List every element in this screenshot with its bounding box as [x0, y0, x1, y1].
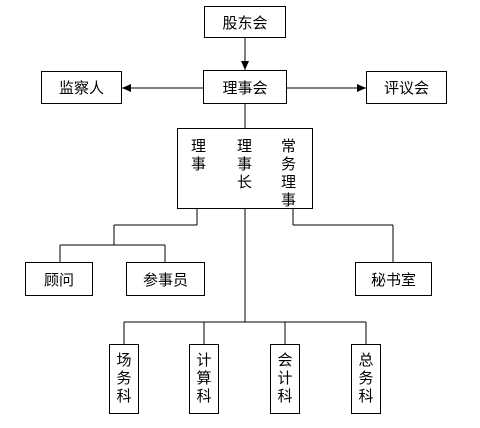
directors-label: 理事: [189, 138, 207, 174]
directors-box: [177, 128, 313, 209]
supervisor-label: 监察人: [58, 79, 104, 97]
audit-section-label: 会计科: [275, 352, 294, 406]
review-label: 评议会: [383, 79, 429, 97]
shareholders-label: 股东会: [222, 13, 268, 32]
accounting-section-label: 计算科: [194, 352, 213, 406]
shareholders-box: 股东会: [204, 6, 286, 38]
arrow-down-board: [241, 61, 249, 70]
review-box: 评议会: [366, 71, 447, 104]
secretariat-label: 秘书室: [370, 270, 416, 289]
general-section-label: 总务科: [356, 352, 375, 406]
counselor-label: 参事员: [142, 270, 188, 289]
standing-director-label: 常务理事: [279, 138, 297, 210]
general-section-box: 总务科: [351, 344, 381, 414]
board-box: 理事会: [203, 70, 287, 104]
field-section-label: 场务科: [114, 352, 133, 406]
arrow-left-supervisor: [122, 84, 131, 92]
advisor-box: 顾问: [25, 262, 93, 296]
chairman-label: 理事长: [235, 138, 253, 192]
audit-section-box: 会计科: [270, 344, 300, 414]
field-section-box: 场务科: [109, 344, 139, 414]
secretariat-box: 秘书室: [355, 262, 432, 296]
arrow-right-review: [357, 84, 366, 92]
supervisor-box: 监察人: [41, 71, 122, 104]
counselor-box: 参事员: [126, 262, 205, 296]
board-label: 理事会: [222, 78, 268, 97]
accounting-section-box: 计算科: [189, 344, 219, 414]
advisor-label: 顾问: [43, 270, 74, 289]
